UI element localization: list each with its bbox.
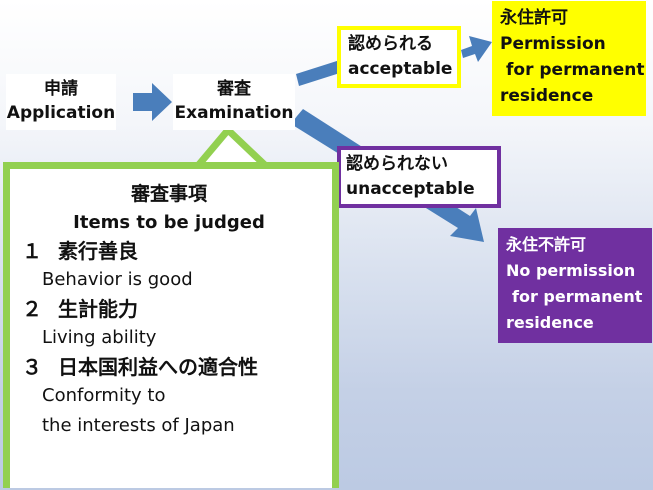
acceptable-ja: 認められる xyxy=(348,34,433,54)
examination-box: 審査 Examination xyxy=(173,74,295,130)
criteria-item-2-en: Living ability xyxy=(42,327,157,348)
criteria-title-ja: 審査事項 xyxy=(130,183,207,205)
criteria-item-3: ３ 日本国利益への適合性 xyxy=(20,353,332,381)
criteria-box: 審査事項 Items to be judged １ 素行善良 Behavior i… xyxy=(3,162,339,488)
criteria-item-1-en: Behavior is good xyxy=(42,269,193,290)
no-permission-line2: for permanent xyxy=(512,287,643,306)
criteria-item-1: １ 素行善良 xyxy=(20,237,332,265)
application-en: Application xyxy=(6,103,116,123)
arrow-application-to-examination xyxy=(133,83,172,121)
no-permission-line1: No permission xyxy=(506,261,636,280)
application-box: 申請 Application xyxy=(6,74,116,130)
arrow-examination-to-acceptable xyxy=(296,60,343,86)
criteria-item-1-ja: 素行善良 xyxy=(58,239,138,263)
application-ja: 申請 xyxy=(44,79,78,99)
unacceptable-ja: 認められない xyxy=(346,154,448,174)
acceptable-en: acceptable xyxy=(348,59,453,79)
criteria-title-en: Items to be judged xyxy=(73,212,265,233)
unacceptable-en: unacceptable xyxy=(346,179,475,199)
unacceptable-box: 認められない unacceptable xyxy=(337,146,501,208)
arrow-acceptable-to-permission xyxy=(461,36,492,62)
no-permission-box: 永住不許可 No permission for permanent reside… xyxy=(498,228,652,343)
no-permission-line3: residence xyxy=(506,313,594,332)
criteria-item-1-number: １ xyxy=(22,239,42,263)
permission-line2: for permanent xyxy=(506,60,645,80)
permission-line1: Permission xyxy=(500,34,606,54)
criteria-item-2-ja: 生計能力 xyxy=(58,297,138,321)
criteria-item-3-en-line1: Conformity to xyxy=(42,385,166,406)
criteria-item-3-ja: 日本国利益への適合性 xyxy=(58,355,258,379)
no-permission-ja: 永住不許可 xyxy=(506,235,587,254)
permission-box: 永住許可 Permission for permanent residence xyxy=(492,1,646,116)
criteria-item-3-number: ３ xyxy=(22,355,42,379)
examination-ja: 審査 xyxy=(217,79,251,99)
examination-en: Examination xyxy=(174,103,294,123)
permission-ja: 永住許可 xyxy=(500,8,568,28)
criteria-item-3-en-line2: the interests of Japan xyxy=(42,415,235,436)
criteria-item-2: ２ 生計能力 xyxy=(20,295,332,323)
permission-line3: residence xyxy=(500,86,594,106)
acceptable-box: 認められる acceptable xyxy=(337,26,461,88)
criteria-item-2-number: ２ xyxy=(22,297,42,321)
